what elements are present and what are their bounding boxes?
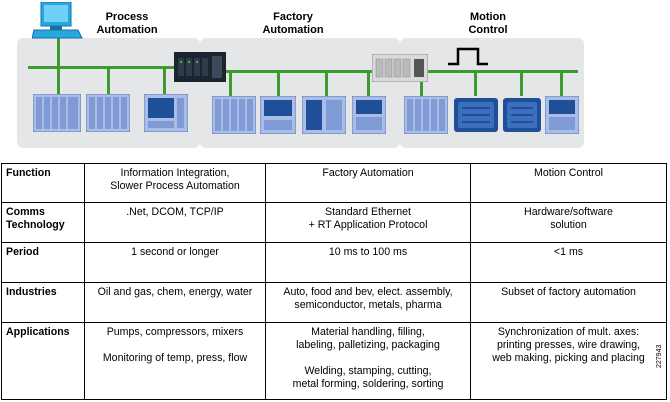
table-row-applications: Applications Pumps, compressors, mixers … (1, 322, 667, 400)
table-cell: .Net, DCOM, TCP/IP (84, 202, 266, 243)
computer-icon (32, 2, 83, 39)
cell-line: solution (550, 219, 587, 231)
plc-rack-icon (212, 96, 256, 134)
cell-line: 10 ms to 100 ms (328, 246, 408, 258)
cell-line: Factory Automation (322, 167, 414, 179)
table-row-industries: Industries Oil and gas, chem, energy, wa… (1, 282, 667, 323)
cell-line: + RT Application Protocol (308, 219, 428, 231)
table-cell: <1 ms (470, 242, 667, 283)
cell-line: web making, picking and placing (492, 352, 645, 364)
drop-line (325, 70, 328, 96)
cell-line: Standard Ethernet (325, 206, 411, 218)
cell-line: Pumps, compressors, mixers (106, 326, 244, 338)
drop-line (277, 70, 280, 96)
cell-line: Synchronization of mult. axes: (497, 326, 640, 338)
motor-icon (454, 98, 498, 132)
drop-line (520, 70, 523, 96)
line-spacer (89, 339, 261, 352)
cell-line: Slower Process Automation (110, 180, 240, 192)
table-cell: 10 ms to 100 ms (265, 242, 471, 283)
computer-drop-line (57, 38, 60, 68)
table-cell: Information Integration, Slower Process … (84, 163, 266, 203)
table-cell: Material handling, filling, labeling, pa… (265, 322, 471, 400)
cell-line: Subset of factory automation (501, 286, 636, 298)
table-cell: Subset of factory automation (470, 282, 667, 323)
cell-line: Hardware/software (524, 206, 613, 218)
cell-line: Material handling, filling, (311, 326, 425, 338)
row-header-line: Technology (6, 219, 65, 231)
line-spacer (270, 352, 466, 365)
cell-line: <1 ms (553, 246, 584, 258)
network-switch-icon (174, 52, 226, 82)
cell-line: Monitoring of temp, press, flow (102, 352, 248, 364)
cell-line: Auto, food and bev, elect. assembly, (283, 286, 453, 298)
row-header: Industries (1, 282, 85, 323)
table-cell: Oil and gas, chem, energy, water (84, 282, 266, 323)
table-cell: 1 second or longer (84, 242, 266, 283)
table-cell: Hardware/software solution (470, 202, 667, 243)
cell-line: Information Integration, (120, 167, 230, 179)
table-row-comms: Comms Technology .Net, DCOM, TCP/IP Stan… (1, 202, 667, 243)
cell-line: .Net, DCOM, TCP/IP (126, 206, 224, 218)
figure-id: 227943 (656, 344, 663, 368)
cell-line: metal forming, soldering, sorting (292, 378, 444, 390)
table-cell: Pumps, compressors, mixers Monitoring of… (84, 322, 266, 400)
hmi-panel-icon (545, 96, 579, 134)
plc-rack-icon (404, 96, 448, 134)
table-cell: Motion Control (470, 163, 667, 203)
cell-line: Oil and gas, chem, energy, water (97, 286, 253, 298)
table-row-function: Function Information Integration, Slower… (1, 163, 667, 203)
row-header-line: Comms (6, 206, 45, 218)
drop-line (367, 70, 370, 96)
pulse-icon (448, 47, 488, 66)
motion-control-title: Motion Control (468, 11, 508, 36)
table-row-period: Period 1 second or longer 10 ms to 100 m… (1, 242, 667, 283)
drop-line (474, 70, 477, 96)
drop-line (163, 66, 166, 94)
drive-icon (302, 96, 346, 134)
table-cell: Synchronization of mult. axes: printing … (470, 322, 667, 400)
factory-bus-line (213, 70, 385, 73)
row-header: Applications (1, 322, 85, 400)
row-header: Comms Technology (1, 202, 85, 243)
automation-comparison-table: Function Information Integration, Slower… (1, 163, 667, 400)
network-switch-icon (372, 54, 428, 82)
row-header: Period (1, 242, 85, 283)
hmi-panel-icon (260, 96, 296, 134)
drop-line (560, 70, 563, 96)
table-cell: Auto, food and bev, elect. assembly, sem… (265, 282, 471, 323)
process-automation-title: Process Automation (96, 11, 158, 36)
table-cell: Factory Automation (265, 163, 471, 203)
cell-line: Motion Control (534, 167, 603, 179)
plc-rack-icon (86, 94, 130, 132)
cell-line: Welding, stamping, cutting, (304, 365, 432, 377)
drop-line (229, 70, 232, 96)
cell-line: 1 second or longer (131, 246, 219, 258)
drop-line (107, 66, 110, 94)
drive-icon (352, 96, 386, 134)
plc-rack-icon (33, 94, 81, 132)
process-bus-line (28, 66, 178, 69)
table-cell: Standard Ethernet + RT Application Proto… (265, 202, 471, 243)
drop-line (57, 66, 60, 94)
motor-icon (503, 98, 541, 132)
factory-automation-title: Factory Automation (262, 11, 324, 36)
automation-network-diagram: Process Automation Factory Automation Mo… (0, 0, 670, 152)
cell-line: semiconductor, metals, pharma (294, 299, 442, 311)
motion-bus-line (410, 70, 578, 73)
drop-line (420, 70, 423, 96)
row-header: Function (1, 163, 85, 203)
hmi-panel-icon (144, 94, 188, 132)
cell-line: printing presses, wire drawing, (496, 339, 641, 351)
cell-line: labeling, palletizing, packaging (296, 339, 440, 351)
